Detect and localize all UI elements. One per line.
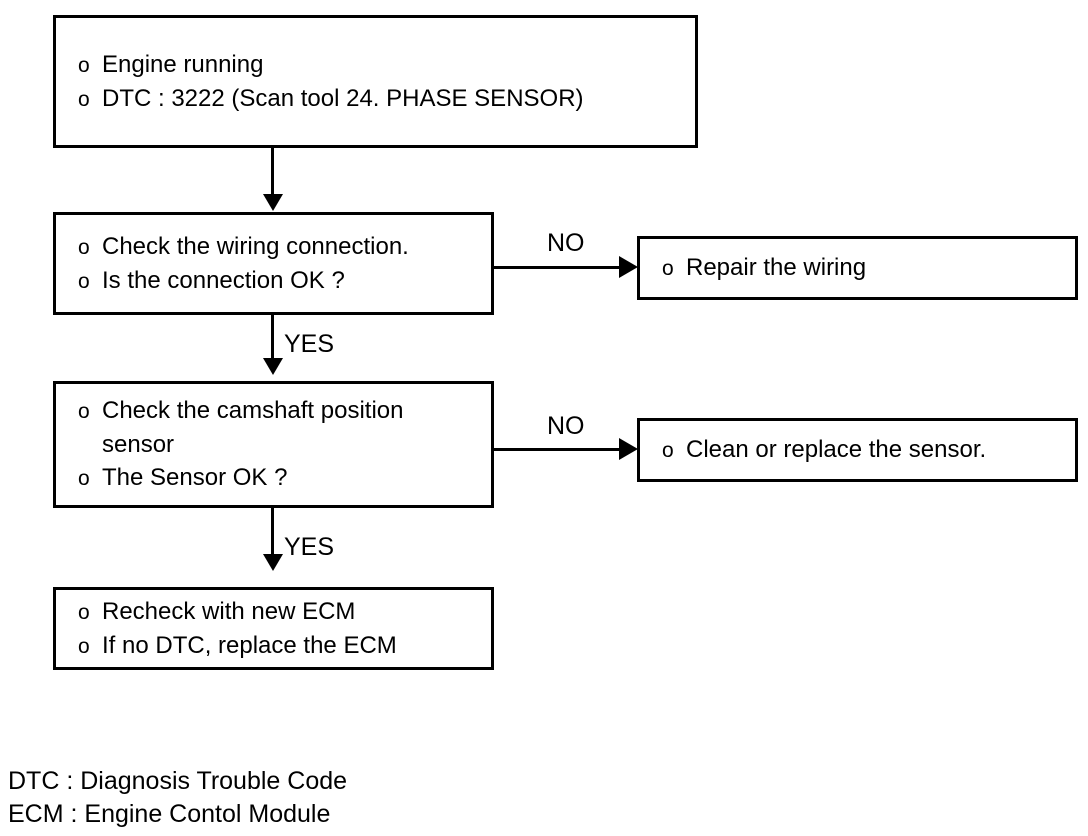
arrowhead-right-icon (619, 438, 638, 460)
connector-check-sensor-to-clean-sensor (494, 448, 620, 451)
bullet-icon: o (78, 235, 90, 259)
legend-ecm: ECM : Engine Contol Module (8, 800, 331, 828)
connector-check-sensor-to-recheck-ecm (271, 508, 274, 556)
node-text: Engine running (102, 50, 264, 78)
edge-label-no-wiring: NO (547, 229, 585, 257)
bullet-icon: o (78, 53, 90, 77)
legend-dtc: DTC : Diagnosis Trouble Code (8, 767, 348, 795)
node-text: Clean or replace the sensor. (686, 436, 987, 463)
connector-check-wiring-to-repair-wiring (494, 266, 620, 269)
edge-label-no-sensor: NO (547, 412, 585, 440)
box-line: o DTC : 3222 (Scan tool 24. PHASE SENSOR… (56, 82, 695, 116)
flow-node-clean-or-replace-the-sensor: o Clean or replace the sensor. (637, 418, 1078, 482)
bullet-icon: o (662, 439, 674, 462)
edge-label-yes-sensor: YES (284, 533, 335, 561)
flow-node-check-wiring-connection: o Check the wiring connection. o Is the … (53, 212, 494, 315)
flow-node-repair-the-wiring: o Repair the wiring (637, 236, 1078, 300)
bullet-icon: o (78, 87, 90, 111)
bullet-icon: o (78, 600, 90, 624)
box-line: o Check the camshaft position (56, 394, 491, 428)
bullet-icon: o (78, 634, 90, 658)
arrowhead-down-icon (263, 194, 283, 211)
bullet-icon: o (78, 269, 90, 293)
box-line: o Recheck with new ECM (56, 595, 491, 629)
box-line: o The Sensor OK ? (56, 461, 491, 495)
node-text: If no DTC, replace the ECM (102, 631, 397, 659)
node-text: Repair the wiring (686, 254, 867, 281)
arrowhead-right-icon (619, 256, 638, 278)
flow-node-check-camshaft-position-sensor: o Check the camshaft position sensor o T… (53, 381, 494, 508)
box-line: o If no DTC, replace the ECM (56, 629, 491, 663)
node-text: Is the connection OK ? (102, 266, 345, 294)
arrowhead-down-icon (263, 554, 283, 571)
node-text: DTC : 3222 (Scan tool 24. PHASE SENSOR) (102, 84, 584, 112)
bullet-icon: o (78, 467, 90, 490)
box-line: o Repair the wiring (640, 251, 1075, 285)
node-text-continuation: sensor (102, 431, 175, 458)
box-line: o Check the wiring connection. (56, 230, 491, 264)
flow-node-recheck-with-new-ecm: o Recheck with new ECM o If no DTC, repl… (53, 587, 494, 670)
bullet-icon: o (662, 257, 674, 280)
arrowhead-down-icon (263, 358, 283, 375)
edge-label-yes-wiring: YES (284, 330, 335, 358)
box-line: o Is the connection OK ? (56, 264, 491, 298)
box-line: o Engine running (56, 48, 695, 82)
node-text: Recheck with new ECM (102, 597, 356, 625)
bullet-icon: o (78, 400, 90, 423)
box-line: o Clean or replace the sensor. (640, 433, 1075, 467)
node-text: Check the camshaft position (102, 397, 404, 424)
node-text: The Sensor OK ? (102, 464, 288, 491)
flow-node-engine-running-dtc: o Engine running o DTC : 3222 (Scan tool… (53, 15, 698, 148)
node-text: Check the wiring connection. (102, 232, 409, 260)
connector-check-wiring-to-check-sensor (271, 315, 274, 360)
connector-start-to-check-wiring (271, 148, 274, 196)
